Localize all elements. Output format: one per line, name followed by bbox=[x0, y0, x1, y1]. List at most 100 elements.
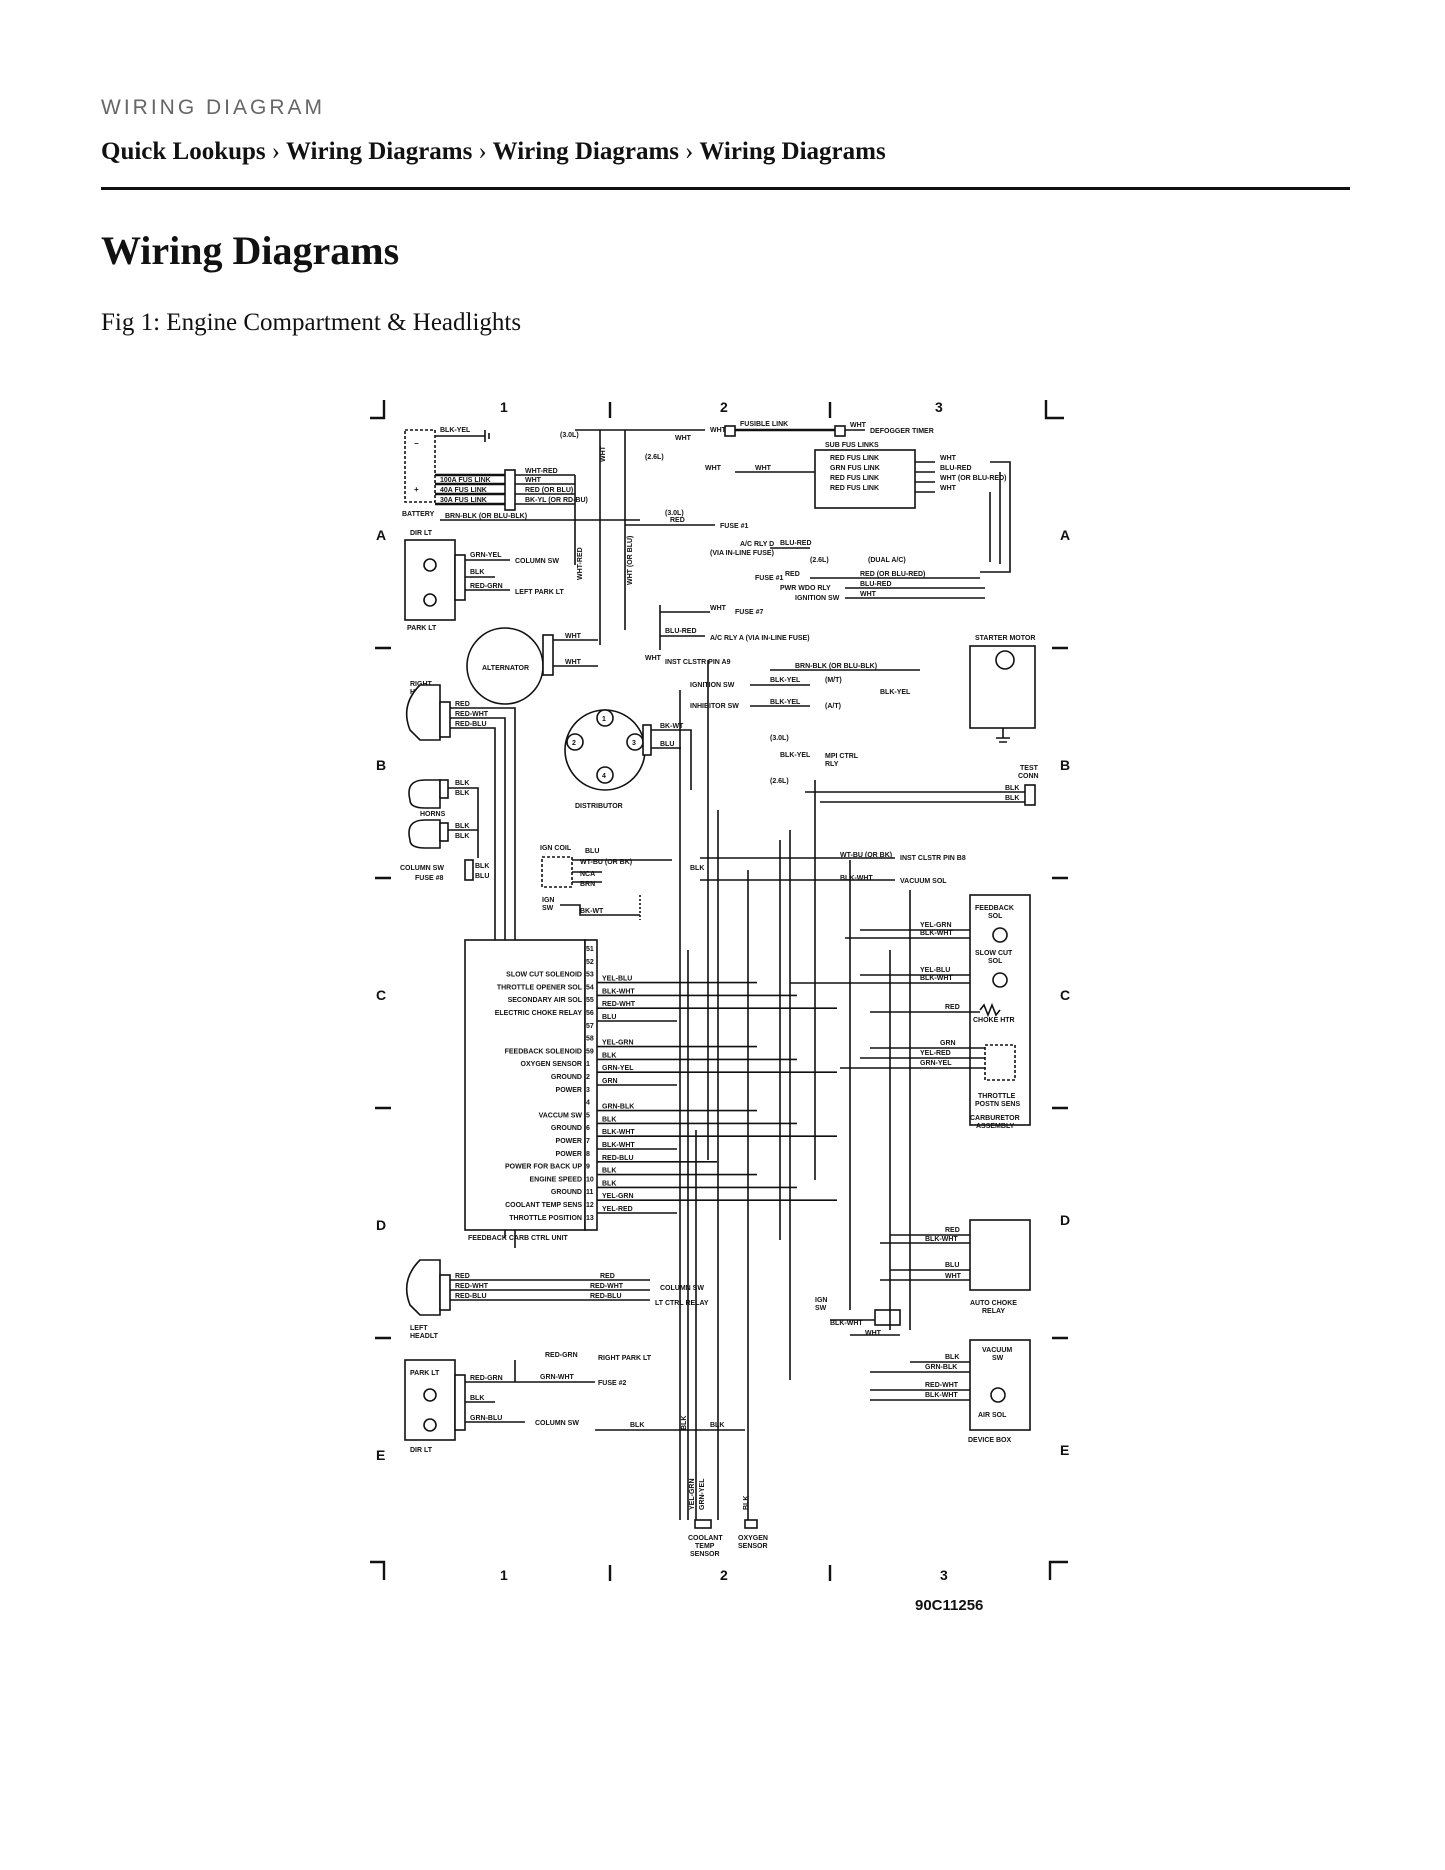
component-label: TEMP bbox=[695, 1543, 715, 1550]
wire-label: BLK bbox=[455, 833, 469, 840]
component-label: SW bbox=[542, 905, 554, 912]
switch-label: COLUMN SW bbox=[515, 558, 559, 565]
fuse-label: FUSE #1 bbox=[720, 523, 749, 530]
wire-label: BK-WT bbox=[580, 908, 604, 915]
component-label: RIGHT PARK LT bbox=[598, 1355, 652, 1362]
wire-label: BLK-YEL bbox=[780, 752, 811, 759]
ecu-pin-number: 56 bbox=[586, 1010, 594, 1017]
ecu-pin-number: 54 bbox=[586, 984, 594, 991]
ecu-pin-label: GROUND bbox=[551, 1074, 582, 1081]
terminal-number: 3 bbox=[632, 740, 636, 747]
wire bbox=[870, 1361, 970, 1401]
grid-col-label: 1 bbox=[500, 399, 508, 415]
component-label: SENSOR bbox=[690, 1551, 720, 1558]
breadcrumb-item-wiring-diagrams[interactable]: Wiring Diagrams bbox=[286, 138, 473, 165]
ecu-pin-number: 13 bbox=[586, 1215, 594, 1222]
connector bbox=[439, 701, 451, 738]
component-label: INST CLSTR PIN B8 bbox=[900, 855, 966, 862]
wire-label: RED (OR BLU-RED) bbox=[860, 571, 925, 578]
wire-label: RED bbox=[670, 517, 685, 524]
ecu-pin-label: ELECTRIC CHOKE RELAY bbox=[495, 1010, 583, 1017]
switch-label: COLUMN SW bbox=[400, 865, 444, 872]
auto-choke-relay-symbol bbox=[969, 1219, 1031, 1291]
wire-label: WHT-RED bbox=[577, 547, 584, 580]
battery-symbol bbox=[404, 429, 436, 503]
wire-label: BLK-WHT bbox=[920, 975, 953, 982]
fuse-label: FUSE #1 bbox=[755, 575, 784, 582]
wire-label: BLU bbox=[475, 873, 489, 880]
fuse-link-label: 30A FUS LINK bbox=[440, 497, 487, 504]
wire bbox=[448, 787, 479, 858]
bulb-icon bbox=[423, 1418, 437, 1432]
ecu-pin-number: 57 bbox=[586, 1023, 594, 1030]
switch-label: COLUMN SW bbox=[535, 1420, 579, 1427]
relay-label: RLY bbox=[825, 761, 839, 768]
wire-label: BLU-RED bbox=[940, 465, 972, 472]
breadcrumb-item-quick-lookups[interactable]: Quick Lookups bbox=[101, 138, 266, 165]
ecu-pin-wire-label: BLK-WHT bbox=[602, 1129, 635, 1136]
wire-label: BLK bbox=[1005, 785, 1019, 792]
ecu-pin-number: 51 bbox=[586, 946, 594, 953]
connector bbox=[439, 1274, 451, 1311]
ecu-pin-number: 1 bbox=[586, 1061, 590, 1068]
ecu-pin-wire-label: YEL-RED bbox=[602, 1206, 633, 1213]
heater-symbol bbox=[979, 1002, 1001, 1018]
wire-label: WHT bbox=[565, 659, 582, 666]
fuse-link-label: 40A FUS LINK bbox=[440, 487, 487, 494]
switch-label: COLUMN SW bbox=[660, 1285, 704, 1292]
ecu-pin-wire-label: BLK bbox=[602, 1168, 616, 1175]
wire-label: BLK bbox=[470, 1395, 484, 1402]
grid-tick bbox=[375, 646, 1068, 1340]
wire-label: WHT bbox=[525, 477, 542, 484]
wire bbox=[790, 929, 985, 1069]
fuse-label: FUSE #2 bbox=[598, 1380, 627, 1387]
ecu-pin-label: POWER bbox=[556, 1151, 582, 1158]
wire-label: YEL-RED bbox=[920, 1050, 951, 1057]
ecu-pin-wire-label: GRN-BLK bbox=[602, 1104, 634, 1111]
relay-label: PWR WDO RLY bbox=[780, 585, 831, 592]
dir-park-light-right bbox=[404, 539, 456, 621]
component-label: DIR LT bbox=[410, 1447, 433, 1454]
terminal-number: 1 bbox=[602, 716, 606, 723]
wire-label: RED-BLU bbox=[590, 1293, 622, 1300]
ecu-outline bbox=[464, 939, 586, 1231]
sensor-connector bbox=[744, 1519, 758, 1529]
wire-label: BLU-RED bbox=[780, 540, 812, 547]
variant-label: (M/T) bbox=[825, 677, 842, 684]
wire-label: RED (OR BLU) bbox=[525, 487, 573, 494]
relay-label: LT CTRL RELAY bbox=[655, 1300, 709, 1307]
component-label: TEST bbox=[1020, 765, 1039, 772]
ecu-pin-label: VACCUM SW bbox=[539, 1112, 583, 1119]
ecu-pin-number: 8 bbox=[586, 1151, 590, 1158]
grid-tick bbox=[608, 402, 832, 1581]
wire bbox=[700, 857, 895, 881]
wire-label: YEL-BLU bbox=[920, 967, 950, 974]
engine-variant-label: (2.6L) bbox=[770, 778, 789, 785]
doc-kicker: WIRING DIAGRAM bbox=[101, 96, 325, 119]
wire-label: BLK-YEL bbox=[770, 699, 801, 706]
component-label: DIR LT bbox=[410, 530, 433, 537]
connector bbox=[439, 779, 449, 799]
ecu-pin-wire-label: RED-BLU bbox=[602, 1155, 634, 1162]
wire-label: RED-WHT bbox=[455, 711, 489, 718]
component-label: PARK LT bbox=[407, 625, 437, 632]
solenoid-icon bbox=[992, 972, 1008, 988]
wire-label: BLK-YEL bbox=[770, 677, 801, 684]
wire-label: RED-GRN bbox=[470, 1375, 503, 1382]
component-label: DEFOGGER TIMER bbox=[870, 428, 934, 435]
ecu-pin-wire-label: GRN-YEL bbox=[602, 1065, 634, 1072]
wire-label: BLK-WHT bbox=[830, 1320, 863, 1327]
breadcrumb-item-wiring-diagrams[interactable]: Wiring Diagrams bbox=[492, 138, 680, 165]
component-label: SOL bbox=[988, 913, 1003, 920]
wire-label: BRN bbox=[580, 881, 595, 888]
fusible-link-label: FUSIBLE LINK bbox=[740, 421, 788, 428]
wire-label: WHT bbox=[645, 655, 662, 662]
wire-label: BRN-BLK (OR BLU-BLK) bbox=[795, 663, 877, 670]
wire-label: WHT bbox=[675, 435, 692, 442]
wire-label: BLU bbox=[660, 741, 674, 748]
ecu-pin-number: 59 bbox=[586, 1048, 594, 1055]
engine-variant-label: (3.0L) bbox=[770, 735, 789, 742]
wire-label: WHT bbox=[860, 591, 877, 598]
sensor-connector bbox=[694, 1519, 712, 1529]
ecu-pin-label: SECONDARY AIR SOL bbox=[508, 997, 583, 1004]
